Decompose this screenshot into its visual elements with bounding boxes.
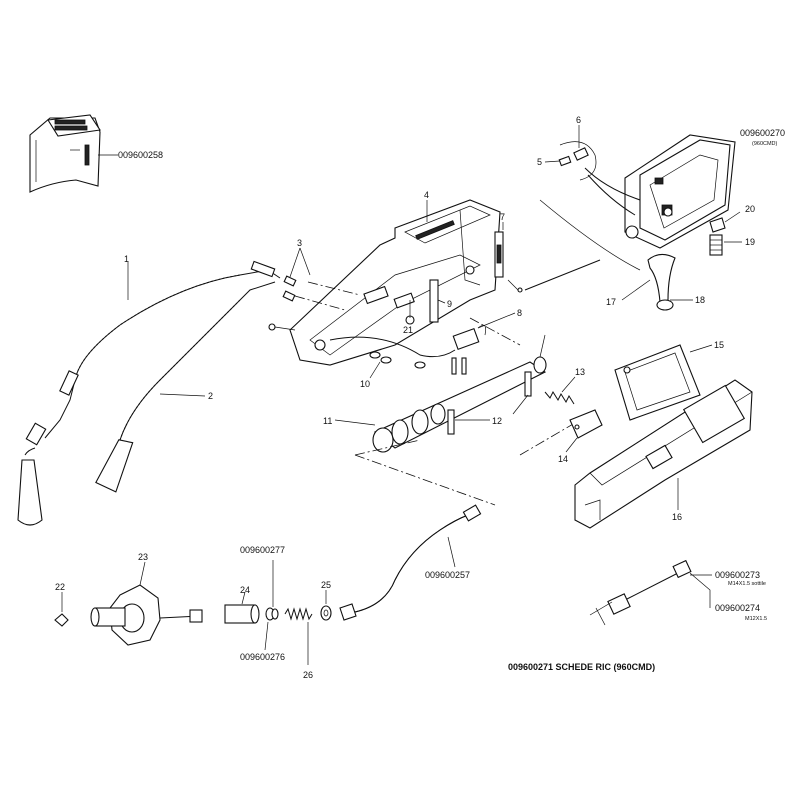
label-3: 3 (297, 238, 302, 248)
code-009600274: 009600274 (715, 603, 760, 613)
label-10: 10 (360, 379, 370, 389)
part-16-cover[interactable] (574, 379, 753, 529)
label-12: 12 (492, 416, 502, 426)
label-25: 25 (321, 580, 331, 590)
code-009600277: 009600277 (240, 545, 285, 555)
code-009600257: 009600257 (425, 570, 470, 580)
part-18-knob[interactable] (656, 299, 674, 311)
part-009600276-fitting[interactable] (265, 607, 279, 621)
code-009600273: 009600273 (715, 570, 760, 580)
label-21: 21 (403, 325, 413, 335)
label-23: 23 (138, 552, 148, 562)
label-5: 5 (537, 157, 542, 167)
label-18: 18 (695, 295, 705, 305)
part-10-washers[interactable] (329, 336, 467, 375)
part-11-cylinder[interactable] (372, 334, 547, 453)
part-009600270-box[interactable] (584, 134, 736, 249)
label-14: 14 (558, 454, 568, 464)
code-009600270: 009600270 (740, 128, 785, 138)
part-3-screws[interactable] (282, 275, 297, 302)
part-26-spring[interactable] (284, 607, 313, 621)
part-009600273-rod[interactable] (589, 559, 692, 626)
part-5-screw[interactable] (558, 155, 572, 167)
part-23-knob[interactable] (90, 584, 203, 646)
part-2-coiled-cable[interactable] (95, 260, 281, 493)
part-20-bracket[interactable] (709, 217, 726, 233)
label-4: 4 (424, 190, 429, 200)
label-7: 7 (500, 212, 505, 222)
part-1-coiled-cable[interactable] (17, 274, 241, 526)
code-009600258: 009600258 (118, 150, 163, 160)
label-26: 26 (303, 670, 313, 680)
label-11: 11 (323, 416, 332, 426)
part-8-switch[interactable] (452, 324, 487, 351)
label-8: 8 (517, 308, 522, 318)
label-24: 24 (240, 585, 250, 595)
part-14-switch[interactable] (569, 409, 603, 439)
label-13: 13 (575, 367, 585, 377)
code-009600274-sub: M12X1.5 (745, 616, 767, 622)
part-12-pin[interactable] (447, 371, 532, 435)
label-17: 17 (606, 297, 616, 307)
label-2: 2 (208, 391, 213, 401)
label-19: 19 (745, 237, 755, 247)
part-009600258-housing[interactable] (29, 114, 101, 193)
label-9: 9 (447, 299, 452, 309)
part-24-coupler[interactable] (224, 604, 260, 624)
part-19-spring[interactable] (709, 234, 723, 256)
code-009600276: 009600276 (240, 652, 285, 662)
part-22-tip[interactable] (54, 613, 69, 627)
part-009600257-hose[interactable] (339, 504, 482, 621)
part-13-spring[interactable] (544, 390, 575, 405)
label-16: 16 (672, 512, 682, 522)
label-20: 20 (745, 204, 755, 214)
part-7-plate[interactable] (494, 231, 504, 278)
part-15-gasket[interactable] (614, 344, 701, 421)
part-4-main-frame[interactable] (289, 199, 501, 366)
label-22: 22 (55, 582, 65, 592)
label-6: 6 (576, 115, 581, 125)
label-15: 15 (714, 340, 724, 350)
code-009600270-sub: (960CMD) (752, 141, 778, 147)
part-9-plate[interactable] (429, 279, 439, 323)
code-009600273-sub: M14X1.5 sottile (728, 581, 766, 587)
part-number-labels: 1 2 3 4 5 6 7 8 9 10 11 12 13 14 15 16 1… (55, 115, 755, 680)
label-1: 1 (124, 254, 129, 264)
part-17-lever[interactable] (647, 253, 676, 303)
part-25-washer[interactable] (320, 605, 332, 621)
diagram-title: 009600271 SCHEDE RIC (960CMD) (508, 662, 655, 672)
part-6-clip[interactable] (573, 147, 589, 161)
